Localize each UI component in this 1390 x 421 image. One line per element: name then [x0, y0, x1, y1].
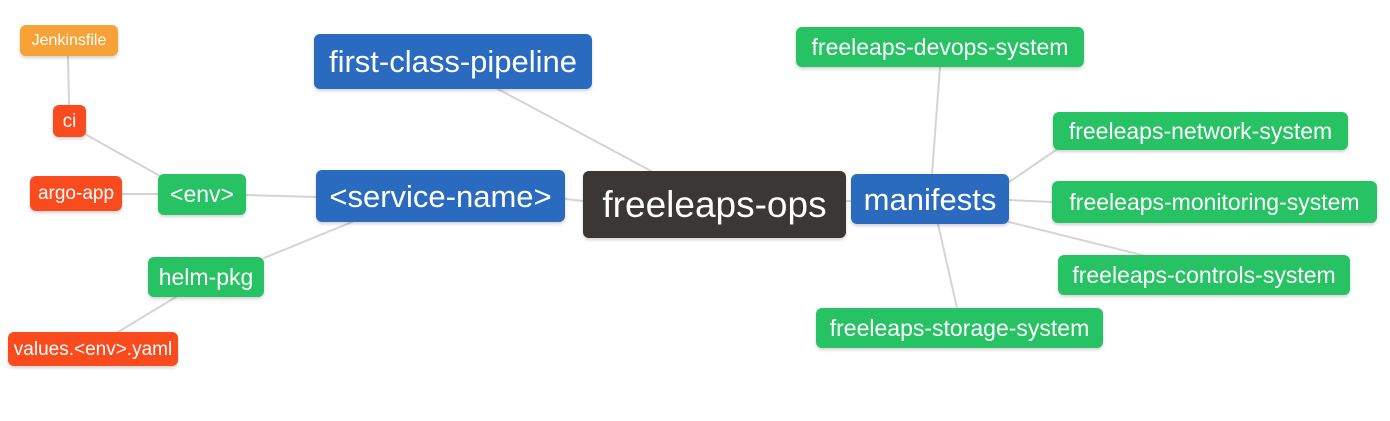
node-ci[interactable]: ci: [53, 105, 86, 137]
node-freeleaps-devops-system[interactable]: freeleaps-devops-system: [796, 27, 1084, 67]
node-env[interactable]: <env>: [158, 174, 246, 215]
node-values-env-yaml[interactable]: values.<env>.yaml: [8, 332, 178, 366]
edge-jenkinsfile-to-ci: [67, 55, 70, 106]
node-service-name[interactable]: <service-name>: [316, 170, 565, 222]
node-manifests[interactable]: manifests: [851, 174, 1009, 224]
node-helm-pkg[interactable]: helm-pkg: [148, 257, 264, 297]
edge-manifests-to-freeleaps-storage-system: [937, 223, 958, 309]
edge-service-name-to-freeleaps-ops: [564, 198, 584, 202]
edge-manifests-to-freeleaps-network-system: [1008, 149, 1057, 183]
node-freeleaps-network-system[interactable]: freeleaps-network-system: [1053, 112, 1348, 150]
edge-manifests-to-freeleaps-controls-system: [1008, 221, 1151, 258]
edge-helm-pkg-to-service-name: [263, 221, 353, 259]
node-freeleaps-monitoring-system[interactable]: freeleaps-monitoring-system: [1052, 181, 1377, 223]
node-jenkinsfile[interactable]: Jenkinsfile: [20, 25, 118, 56]
edge-values-env-yaml-to-helm-pkg: [117, 296, 177, 333]
edge-env-to-service-name: [245, 194, 317, 198]
edge-manifests-to-freeleaps-devops-system: [931, 66, 941, 175]
node-first-class-pipeline[interactable]: first-class-pipeline: [314, 34, 592, 89]
edge-ci-to-env: [84, 133, 161, 177]
edge-first-class-pipeline-to-freeleaps-ops: [497, 88, 654, 173]
node-freeleaps-ops[interactable]: freeleaps-ops: [583, 171, 846, 238]
edge-manifests-to-freeleaps-monitoring-system: [1008, 199, 1053, 203]
node-freeleaps-storage-system[interactable]: freeleaps-storage-system: [816, 308, 1103, 348]
node-argo-app[interactable]: argo-app: [30, 176, 122, 211]
node-freeleaps-controls-system[interactable]: freeleaps-controls-system: [1058, 255, 1350, 295]
